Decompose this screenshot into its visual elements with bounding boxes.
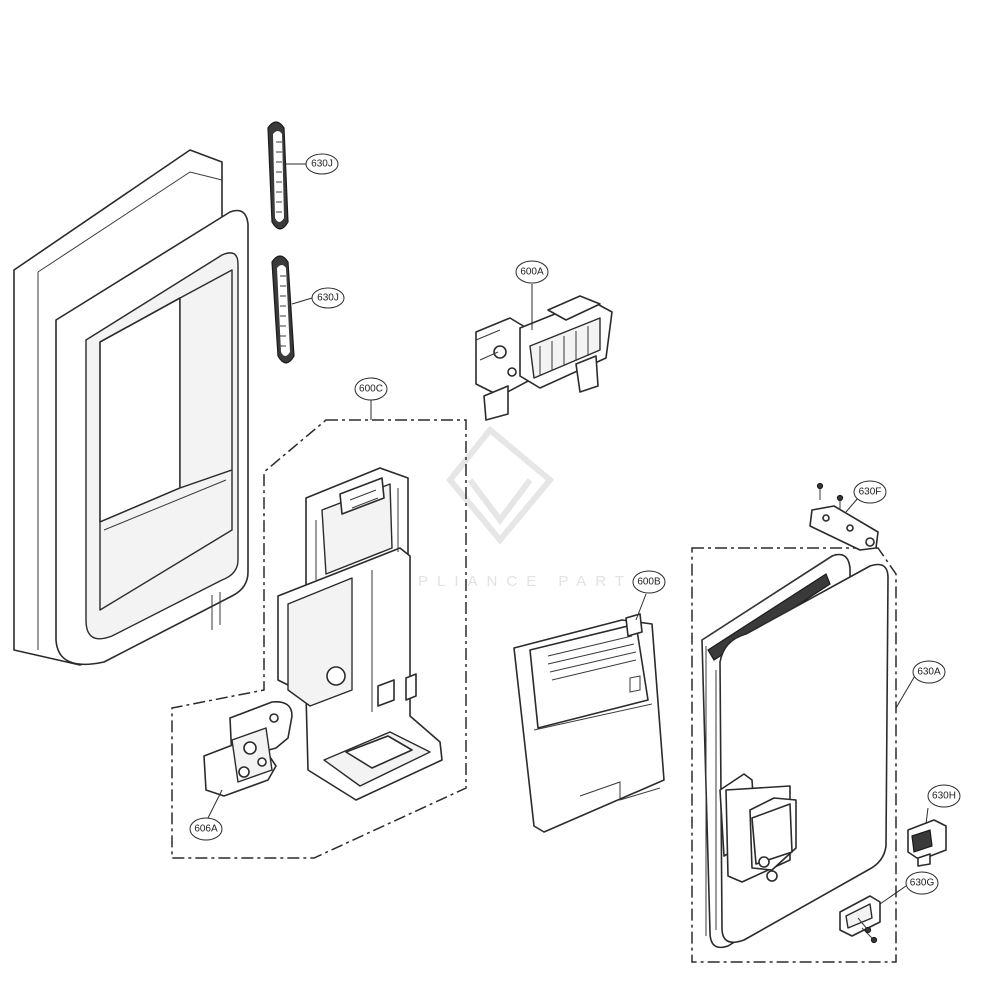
- watermark: APPLIANCE PARTS: [380, 425, 652, 590]
- door-bracket-630h: [907, 819, 947, 867]
- callout-630j-bottom: 630J: [311, 287, 345, 309]
- callout-630a: 630A: [912, 660, 946, 684]
- svg-text:630H: 630H: [932, 791, 956, 802]
- callout-630g: 630G: [905, 871, 939, 895]
- door-strip-630j-bottom: [271, 255, 295, 364]
- dispenser-door: [701, 553, 889, 949]
- dispenser-lever: [203, 700, 293, 797]
- dispenser-housing: [277, 467, 443, 801]
- svg-text:630G: 630G: [910, 878, 935, 889]
- ice-maker-assembly: [475, 295, 613, 421]
- callout-600b: 600B: [632, 570, 666, 594]
- callout-630f: 630F: [853, 480, 887, 504]
- svg-text:630A: 630A: [917, 667, 941, 678]
- dispenser-cover: [513, 613, 665, 833]
- svg-text:630J: 630J: [317, 293, 339, 304]
- svg-text:606A: 606A: [194, 824, 218, 835]
- assembly-boundary-630a: [691, 547, 897, 963]
- callout-606a: 606A: [189, 817, 223, 841]
- bottom-hinge-630g: [839, 895, 881, 944]
- callout-630h: 630H: [927, 784, 961, 808]
- svg-text:600C: 600C: [359, 384, 383, 395]
- hinge-bracket: [809, 482, 879, 551]
- callout-600a: 600A: [515, 260, 549, 284]
- callout-600c: 600C: [354, 377, 388, 401]
- callout-630j-top: 630J: [305, 153, 339, 175]
- leader-lines: [207, 163, 929, 905]
- svg-text:630J: 630J: [311, 159, 333, 170]
- refrigerator-door-panel: [13, 149, 249, 666]
- assembly-boundary-600c: [171, 419, 467, 859]
- door-strip-630j-top: [267, 121, 289, 230]
- svg-text:630F: 630F: [859, 487, 882, 498]
- svg-text:600B: 600B: [637, 577, 661, 588]
- watermark-text: APPLIANCE PARTS: [380, 573, 652, 590]
- svg-text:600A: 600A: [520, 267, 544, 278]
